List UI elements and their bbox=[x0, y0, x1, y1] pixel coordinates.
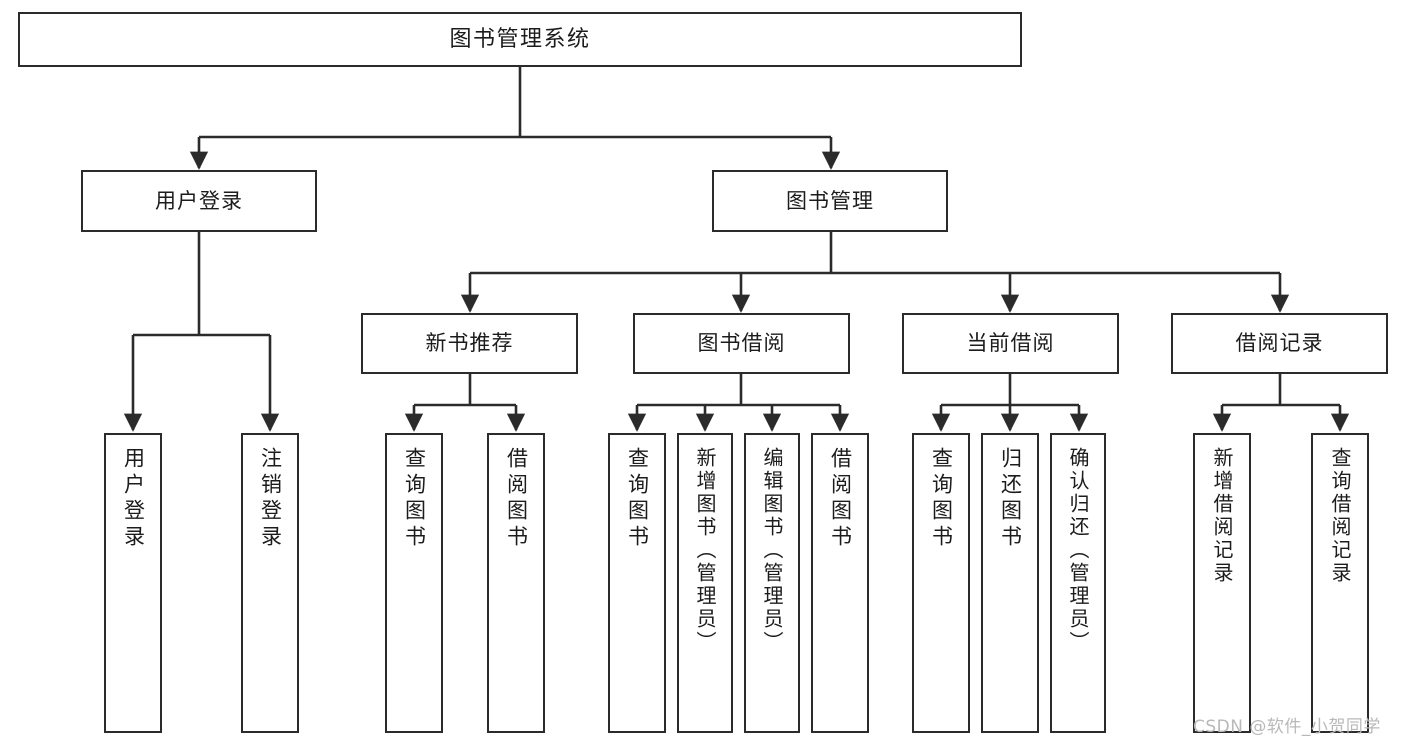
leaf-add-borrow-record[interactable]: 新增借阅记录 bbox=[1193, 433, 1251, 733]
node-user-login[interactable]: 用户登录 bbox=[81, 170, 317, 232]
node-label: 查询图书 bbox=[625, 447, 650, 551]
node-book-management[interactable]: 图书管理 bbox=[712, 170, 948, 232]
node-borrow-record[interactable]: 借阅记录 bbox=[1171, 313, 1388, 374]
node-label: 借阅记录 bbox=[1235, 331, 1324, 356]
node-label: 图书借阅 bbox=[697, 331, 786, 356]
node-book-borrow[interactable]: 图书借阅 bbox=[633, 313, 850, 374]
leaf-user-login[interactable]: 用户登录 bbox=[104, 433, 162, 733]
node-label: 图书管理 bbox=[786, 188, 874, 213]
node-label: 编辑图书（管理员） bbox=[760, 447, 784, 654]
leaf-borrow-book[interactable]: 借阅图书 bbox=[811, 433, 869, 733]
leaf-borrow-book-recommend[interactable]: 借阅图书 bbox=[487, 433, 545, 733]
leaf-query-book-borrow[interactable]: 查询图书 bbox=[608, 433, 666, 733]
leaf-return-book[interactable]: 归还图书 bbox=[981, 433, 1039, 733]
node-label: 归还图书 bbox=[998, 447, 1023, 551]
node-label: 查询图书 bbox=[402, 447, 427, 551]
node-label: 注销登录 bbox=[258, 447, 283, 551]
node-label: 新增借阅记录 bbox=[1210, 447, 1234, 585]
leaf-confirm-return-admin[interactable]: 确认归还（管理员） bbox=[1050, 433, 1106, 733]
node-label: 查询借阅记录 bbox=[1328, 447, 1352, 585]
leaf-logout[interactable]: 注销登录 bbox=[241, 433, 299, 733]
leaf-query-borrow-record[interactable]: 查询借阅记录 bbox=[1311, 433, 1369, 733]
leaf-query-book-current[interactable]: 查询图书 bbox=[912, 433, 970, 733]
node-label: 图书管理系统 bbox=[449, 26, 591, 52]
node-new-book-recommend[interactable]: 新书推荐 bbox=[361, 313, 578, 374]
node-current-borrow[interactable]: 当前借阅 bbox=[902, 313, 1119, 374]
leaf-edit-book-admin[interactable]: 编辑图书（管理员） bbox=[744, 433, 800, 733]
leaf-query-book-recommend[interactable]: 查询图书 bbox=[385, 433, 443, 733]
node-label: 借阅图书 bbox=[828, 447, 853, 551]
node-label: 新增图书（管理员） bbox=[693, 447, 717, 654]
node-label: 确认归还（管理员） bbox=[1066, 447, 1090, 654]
node-label: 新书推荐 bbox=[425, 331, 514, 356]
leaf-add-book-admin[interactable]: 新增图书（管理员） bbox=[677, 433, 733, 733]
node-label: 借阅图书 bbox=[504, 447, 529, 551]
node-label: 当前借阅 bbox=[966, 331, 1055, 356]
csdn-watermark: CSDN @软件_小贺同学 bbox=[1193, 717, 1381, 737]
node-label: 用户登录 bbox=[121, 447, 146, 551]
node-label: 查询图书 bbox=[929, 447, 954, 551]
node-root-book-management-system[interactable]: 图书管理系统 bbox=[18, 12, 1022, 67]
node-label: 用户登录 bbox=[155, 188, 243, 213]
